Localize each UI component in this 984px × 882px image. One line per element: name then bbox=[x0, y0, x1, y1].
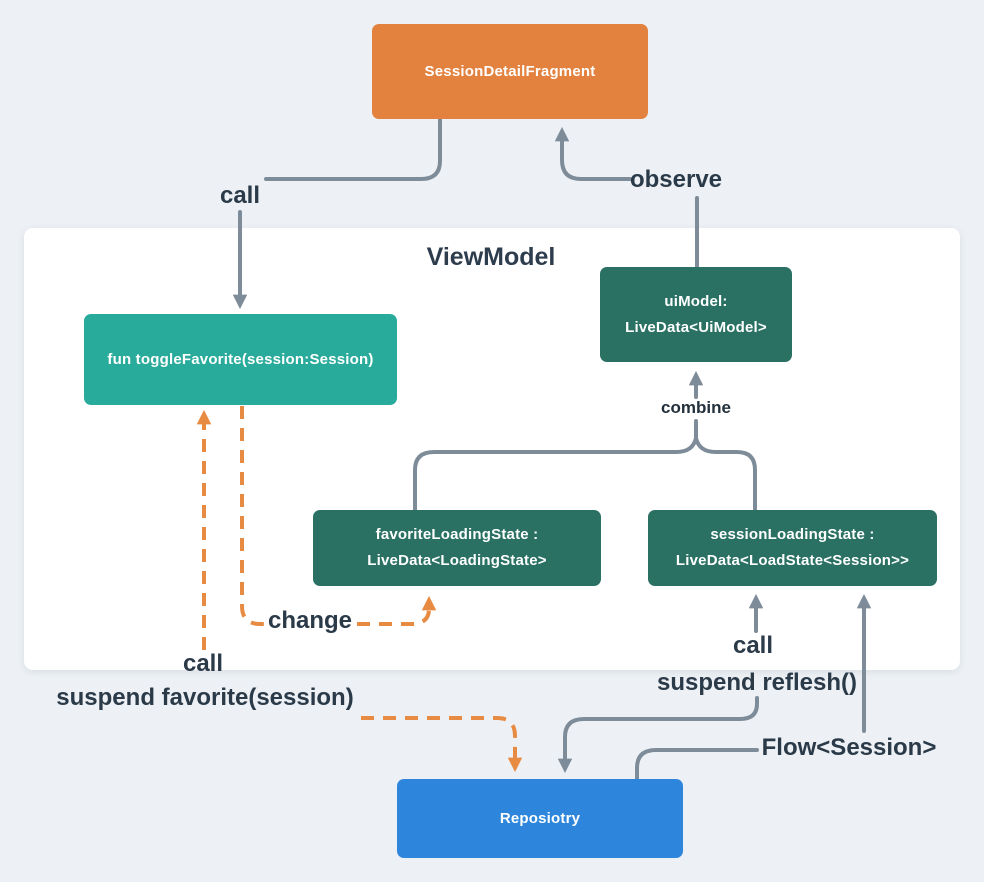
node-label-line2: LiveData<LoadingState> bbox=[367, 552, 547, 569]
edge-label-call-bottom-left: call bbox=[182, 650, 224, 677]
edge-label-call-top: call bbox=[219, 182, 261, 209]
edge-togglefavorite-to-change bbox=[240, 406, 266, 626]
edge-repository-to-flow bbox=[635, 748, 759, 781]
node-toggle-favorite: fun toggleFavorite(session:Session) bbox=[84, 314, 397, 405]
edge-fragment-to-call bbox=[264, 117, 442, 181]
edge-suspendfavorite-to-repository bbox=[361, 716, 523, 773]
node-session-detail-fragment: SessionDetailFragment bbox=[372, 24, 648, 119]
node-label: SessionDetailFragment bbox=[424, 62, 596, 80]
node-favorite-loading-state: favoriteLoadingState : LiveData<LoadingS… bbox=[313, 510, 601, 586]
edge-combine-brace-left bbox=[413, 436, 698, 512]
edge-reflesh-to-repository bbox=[557, 696, 759, 774]
edge-observe-to-fragment bbox=[554, 126, 632, 181]
node-label-line1: uiModel: bbox=[664, 292, 728, 310]
node-label-line1: favoriteLoadingState : bbox=[375, 526, 539, 543]
node-ui-model: uiModel: LiveData<UiModel> bbox=[600, 267, 792, 362]
node-label: Reposiotry bbox=[499, 809, 581, 827]
edge-label-call-right: call bbox=[732, 632, 774, 659]
node-repository: Reposiotry bbox=[397, 779, 683, 858]
edge-label-suspend-reflesh: suspend reflesh() bbox=[656, 669, 858, 696]
edge-label-suspend-favorite: suspend favorite(session) bbox=[56, 684, 354, 711]
edge-change-to-favstate bbox=[357, 595, 437, 626]
node-label-line1: sessionLoadingState : bbox=[710, 526, 875, 543]
viewmodel-panel bbox=[24, 228, 960, 670]
node-label-line2: LiveData<LoadState<Session>> bbox=[675, 552, 910, 569]
edge-label-change: change bbox=[267, 607, 353, 634]
edge-label-flow-session: Flow<Session> bbox=[761, 734, 937, 761]
edge-label-observe: observe bbox=[629, 166, 723, 193]
node-session-loading-state: sessionLoadingState : LiveData<LoadState… bbox=[648, 510, 937, 586]
node-label: fun toggleFavorite(session:Session) bbox=[107, 350, 374, 368]
viewmodel-title: ViewModel bbox=[426, 243, 556, 271]
edge-label-combine: combine bbox=[661, 398, 731, 417]
node-label-line2: LiveData<UiModel> bbox=[625, 318, 767, 336]
edge-combine-brace-right bbox=[694, 436, 757, 512]
